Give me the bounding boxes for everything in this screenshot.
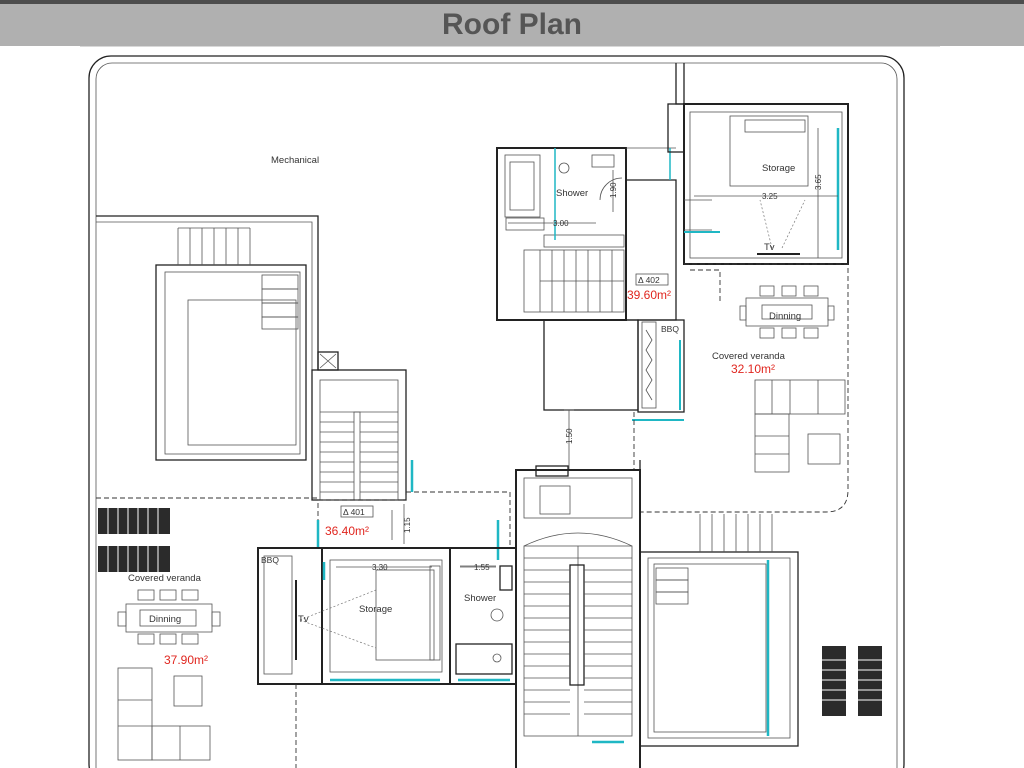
roof-outline-inner <box>95 62 898 768</box>
area-unit-401: 36.40m² <box>325 524 369 538</box>
label-shower-bottom: Shower <box>464 593 496 604</box>
tag-unit-401: Δ 401 <box>343 507 365 517</box>
stair-center <box>515 465 641 768</box>
area-veranda-left: 37.90m² <box>164 653 208 667</box>
label-tv-bottom: Tv <box>298 614 309 625</box>
tag-box-402 <box>635 273 669 286</box>
mechanical-wall <box>96 215 319 370</box>
tag-box-401 <box>340 505 374 518</box>
roof-outline-outer <box>88 55 905 768</box>
dim-190: 1.90 <box>609 182 618 198</box>
label-dinning-left: Dinning <box>149 614 181 625</box>
top-divider-wall <box>675 63 685 105</box>
label-veranda-right: Covered veranda <box>712 351 786 362</box>
area-unit-402: 39.60m² <box>627 288 671 302</box>
dim-115: 1.15 <box>403 517 412 533</box>
tag-unit-402: Δ 402 <box>638 275 660 285</box>
label-tv-top: Tv <box>764 242 775 253</box>
storage-top <box>667 103 849 302</box>
sun-loungers-right <box>822 646 882 716</box>
veranda-left <box>96 497 318 768</box>
top-border <box>0 0 1024 4</box>
title-underline <box>80 46 940 47</box>
dim-155: 1.55 <box>474 563 490 572</box>
mechanical-wall-inner <box>96 221 313 370</box>
dim-330: 3.30 <box>372 563 388 572</box>
label-storage-bottom: Storage <box>359 604 392 615</box>
dim-150: 1.50 <box>565 428 574 444</box>
label-veranda-left: Covered veranda <box>128 573 202 584</box>
dim-325: 3.25 <box>762 192 778 201</box>
page-title: Roof Plan <box>442 8 582 41</box>
label-bbq-mid: BBQ <box>661 324 679 334</box>
label-shower-top: Shower <box>556 188 588 199</box>
pool-left <box>155 227 307 461</box>
label-dinning-right: Dinning <box>769 311 801 322</box>
label-bbq-left: BBQ <box>261 555 279 565</box>
title-bar: Roof Plan <box>0 4 1024 46</box>
dim-365: 3.65 <box>814 174 823 190</box>
storage-bottom <box>257 547 451 685</box>
label-storage-top: Storage <box>762 163 795 174</box>
pool-right <box>639 514 799 747</box>
stair-left <box>311 351 407 501</box>
dim-300: 3.00 <box>553 219 569 228</box>
veranda-right <box>639 263 849 513</box>
area-veranda-right: 32.10m² <box>731 362 775 376</box>
label-mechanical: Mechanical <box>271 155 319 166</box>
shaft-center <box>543 319 685 471</box>
